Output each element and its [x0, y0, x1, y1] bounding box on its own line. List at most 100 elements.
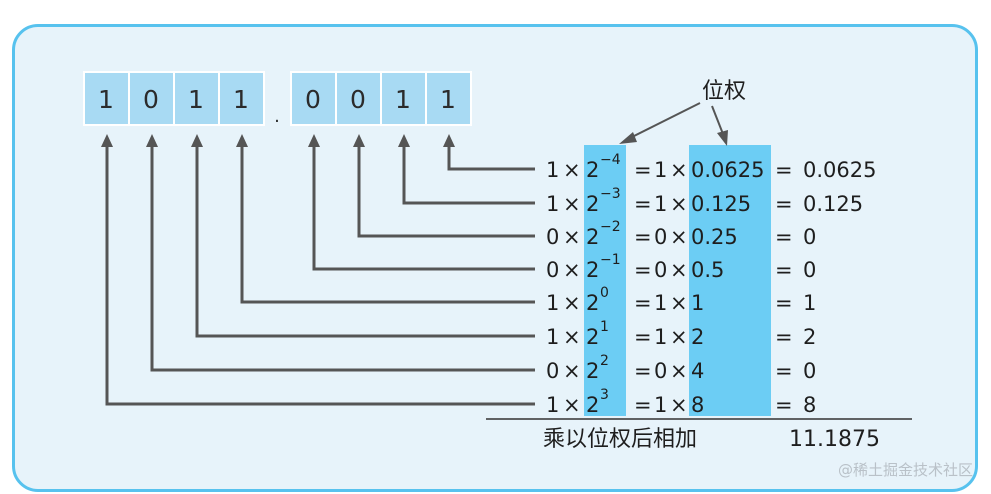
row-base: 2: [586, 291, 599, 315]
times-sign: ×: [563, 258, 581, 282]
equation-row: 1 × 2 3 = 1 × 8 = 8: [546, 387, 816, 417]
arrowhead-icon: [398, 134, 410, 147]
bit-box: [173, 71, 220, 126]
row-digit: 1: [654, 393, 667, 417]
integer-bits: 1 0 1 1: [83, 71, 265, 126]
row-digit: 1: [546, 325, 559, 349]
sum-value: 11.1875: [789, 427, 880, 452]
row-digit: 0: [654, 258, 667, 282]
integer-bit: 1: [188, 85, 204, 114]
row-exponent: −1: [600, 252, 621, 268]
equals-sign: =: [775, 359, 793, 383]
row-base: 2: [586, 258, 599, 282]
sum-label: 乘以位权后相加: [543, 427, 697, 452]
bit-connectors: [101, 134, 535, 406]
row-weight: 8: [691, 393, 704, 417]
row-digit: 1: [654, 325, 667, 349]
row-weight: 2: [691, 325, 704, 349]
equation-row: 0 × 2 2 = 0 × 4 = 0: [546, 353, 816, 383]
row-exponent: 1: [600, 319, 609, 335]
arrowhead-icon: [308, 134, 320, 147]
row-base: 2: [586, 192, 599, 216]
equals-sign: =: [634, 359, 652, 383]
times-sign: ×: [670, 291, 688, 315]
equals-sign: =: [775, 393, 793, 417]
connector-line: [447, 146, 535, 171]
row-weight: 0.25: [691, 225, 738, 249]
arrowhead-icon: [191, 134, 203, 147]
fraction-bit: 1: [395, 85, 411, 114]
row-digit: 1: [546, 192, 559, 216]
equals-sign: =: [634, 192, 652, 216]
bit-box: [425, 71, 472, 126]
equation-row: 0 × 2 −1 = 0 × 0.5 = 0: [546, 252, 816, 282]
fraction-bit: 0: [305, 85, 321, 114]
equals-sign: =: [775, 225, 793, 249]
weight-highlight-column: [689, 145, 771, 416]
row-digit: 1: [654, 192, 667, 216]
equation-row: 1 × 2 1 = 1 × 2 = 2: [546, 319, 816, 349]
row-exponent: −3: [600, 186, 621, 202]
bit-box: [290, 71, 337, 126]
row-exponent: 2: [600, 353, 609, 369]
row-exponent: 0: [600, 285, 609, 301]
arrowhead-icon: [146, 134, 158, 147]
connector-line: [402, 146, 535, 205]
integer-bit: 0: [143, 85, 159, 114]
equals-sign: =: [775, 158, 793, 182]
fraction-bits: 0 0 1 1: [290, 71, 472, 126]
row-digit: 0: [654, 225, 667, 249]
times-sign: ×: [563, 158, 581, 182]
row-exponent: 3: [600, 387, 609, 403]
row-digit: 1: [654, 158, 667, 182]
arrowhead-icon: [717, 130, 728, 146]
row-result: 2: [803, 325, 816, 349]
arrowhead-icon: [443, 134, 455, 147]
times-sign: ×: [563, 192, 581, 216]
times-sign: ×: [670, 359, 688, 383]
row-result: 1: [803, 291, 816, 315]
row-result: 0: [803, 258, 816, 282]
row-weight: 4: [691, 359, 704, 383]
connector-line: [105, 146, 535, 406]
row-weight: 0.5: [691, 258, 724, 282]
times-sign: ×: [670, 158, 688, 182]
times-sign: ×: [563, 325, 581, 349]
radix-point: .: [274, 106, 280, 127]
bit-box: [380, 71, 427, 126]
row-exponent: −2: [600, 219, 621, 235]
arrowhead-icon: [236, 134, 248, 147]
row-digit: 1: [546, 291, 559, 315]
equals-sign: =: [634, 158, 652, 182]
equals-sign: =: [775, 291, 793, 315]
times-sign: ×: [563, 393, 581, 417]
row-digit: 1: [546, 158, 559, 182]
row-weight: 0.125: [691, 192, 751, 216]
watermark: @稀土掘金技术社区: [838, 461, 973, 479]
arrowhead-icon: [353, 134, 365, 147]
bit-box: [218, 71, 265, 126]
row-exponent: −4: [600, 152, 621, 168]
equation-row: 1 × 2 −3 = 1 × 0.125 = 0.125: [546, 186, 863, 216]
connector-line: [357, 146, 535, 238]
row-digit: 1: [654, 291, 667, 315]
row-base: 2: [586, 393, 599, 417]
row-result: 0.0625: [803, 158, 876, 182]
row-base: 2: [586, 325, 599, 349]
row-result: 0: [803, 359, 816, 383]
equation-row: 1 × 2 0 = 1 × 1 = 1: [546, 285, 816, 315]
row-weight: 0.0625: [691, 158, 764, 182]
fraction-bit: 0: [350, 85, 366, 114]
equals-sign: =: [634, 291, 652, 315]
times-sign: ×: [563, 291, 581, 315]
times-sign: ×: [670, 325, 688, 349]
row-base: 2: [586, 359, 599, 383]
equation-rows: 1 × 2 −4 = 1 × 0.0625 = 0.0625 1 × 2 −3 …: [546, 152, 876, 417]
equals-sign: =: [634, 258, 652, 282]
row-digit: 0: [546, 258, 559, 282]
exponent-highlight-column: [584, 145, 626, 416]
equals-sign: =: [775, 192, 793, 216]
weight-pointer-line: [711, 105, 724, 135]
row-result: 0: [803, 225, 816, 249]
